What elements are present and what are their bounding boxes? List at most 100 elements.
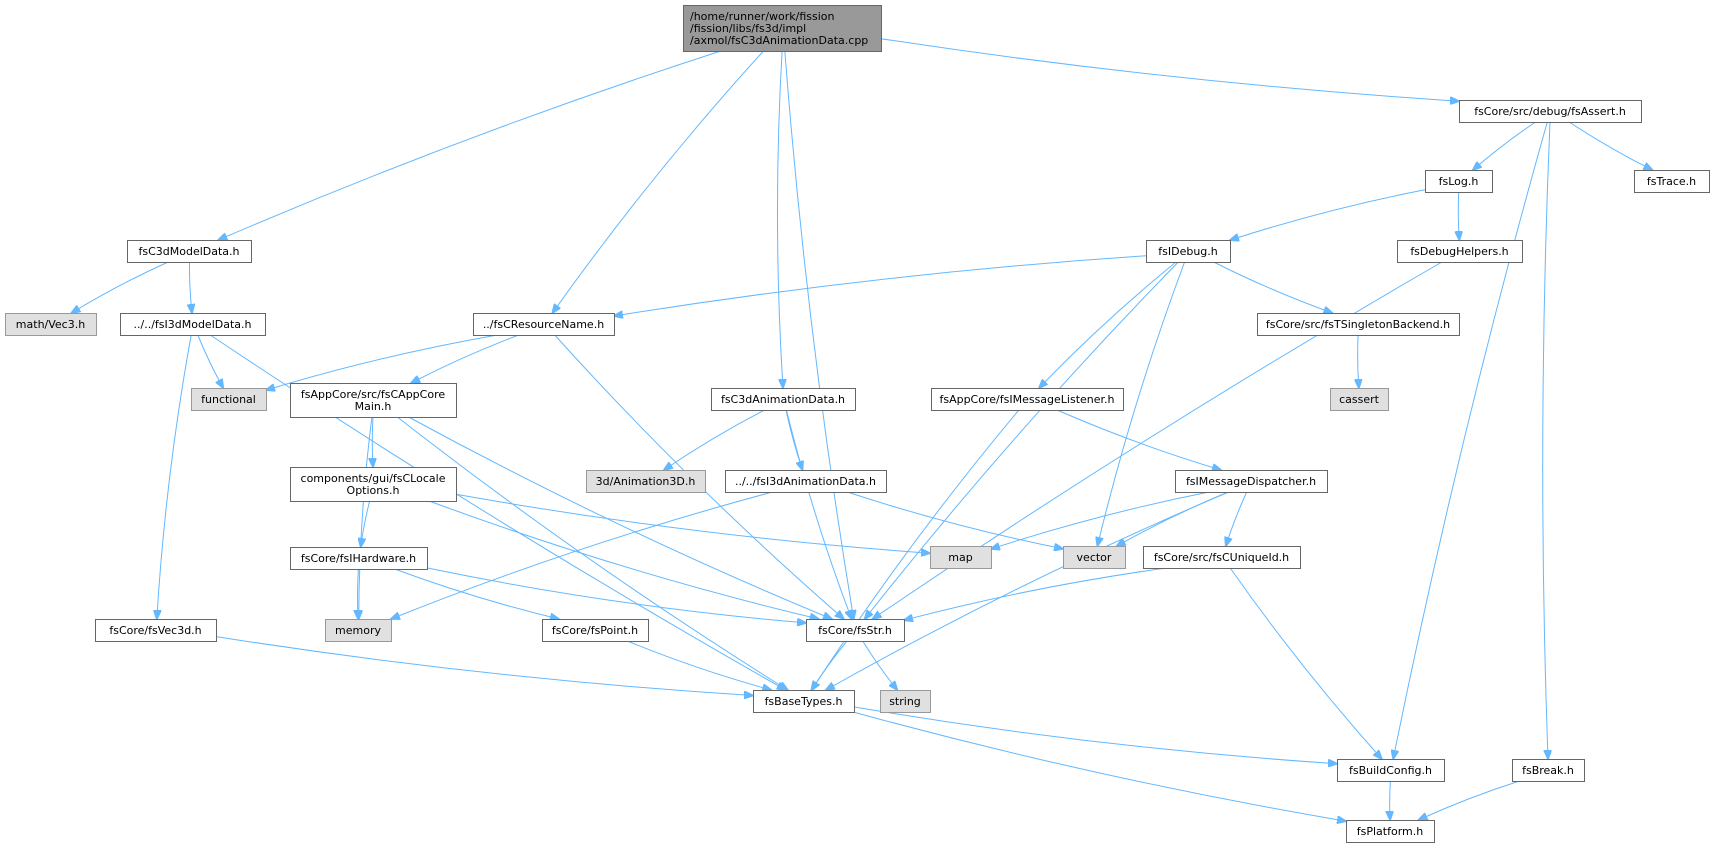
edge-c3danim-to-anim3d	[664, 409, 765, 470]
edge-msgdispatcher-to-basetypes	[826, 491, 1229, 690]
node-fstrace[interactable]: fsTrace.h	[1634, 170, 1710, 193]
node-uniqueid[interactable]: fsCore/src/fsCUniqueId.h	[1143, 546, 1301, 569]
node-box-fstrace	[1634, 170, 1710, 193]
node-box-fsdebughelpers	[1397, 240, 1523, 263]
node-fsidebug[interactable]: fsIDebug.h	[1146, 240, 1231, 263]
node-box-vec3	[5, 313, 97, 336]
edge-fslog-to-fsidebug	[1230, 189, 1426, 240]
edge-resname-to-appcore	[411, 334, 519, 383]
node-box-locale	[290, 467, 457, 502]
node-box-hardware	[290, 547, 428, 570]
edge-root-to-c3danim	[776, 50, 783, 388]
node-label-locale-1: Options.h	[347, 484, 400, 497]
node-resname[interactable]: ../fsCResourceName.h	[473, 313, 615, 336]
edge-fsidebug-to-vector	[1097, 261, 1186, 546]
edge-uniqueid-to-buildconfig	[1229, 567, 1382, 759]
edge-singleton-to-cassert	[1358, 334, 1359, 388]
node-label-fsstr-0: fsCore/fsStr.h	[818, 624, 892, 637]
node-label-anim3d-0: 3d/Animation3D.h	[596, 475, 696, 488]
edge-root-to-fsstr	[784, 50, 854, 619]
node-box-memory	[325, 619, 392, 642]
node-label-c3danim-0: fsC3dAnimationData.h	[721, 393, 845, 406]
node-label-vec3d-0: fsCore/fsVec3d.h	[109, 624, 201, 637]
node-box-c3dmodel	[127, 240, 252, 263]
node-box-msglistener	[931, 388, 1124, 411]
node-box-anim3d	[586, 470, 706, 493]
edge-root-to-resname	[552, 50, 764, 313]
node-functional: functional	[191, 388, 267, 411]
node-label-appcore-1: Main.h	[355, 400, 392, 413]
node-label-root-0: /home/runner/work/fission	[690, 10, 835, 23]
node-label-platform-0: fsPlatform.h	[1357, 825, 1423, 838]
edge-msgdispatcher-to-uniqueid	[1226, 491, 1248, 546]
edge-locale-to-hardware	[361, 500, 371, 547]
edge-vec3d-to-basetypes	[215, 636, 753, 696]
node-box-vec3d	[95, 619, 217, 642]
edge-resname-to-functional	[266, 334, 498, 390]
node-i3danim[interactable]: ../../fsI3dAnimationData.h	[725, 470, 887, 493]
node-buildconfig[interactable]: fsBuildConfig.h	[1337, 759, 1445, 782]
node-fslog[interactable]: fsLog.h	[1425, 170, 1493, 193]
node-box-fsassert	[1459, 100, 1642, 123]
node-label-vector-0: vector	[1077, 551, 1112, 564]
node-break[interactable]: fsBreak.h	[1512, 759, 1585, 782]
node-platform[interactable]: fsPlatform.h	[1346, 820, 1435, 843]
node-label-fsassert-0: fsCore/src/debug/fsAssert.h	[1474, 105, 1626, 118]
edge-fsidebug-to-fsstr	[865, 261, 1179, 619]
node-vec3d[interactable]: fsCore/fsVec3d.h	[95, 619, 217, 642]
node-label-fstrace-0: fsTrace.h	[1647, 175, 1696, 188]
node-memory: memory	[325, 619, 392, 642]
node-label-appcore-0: fsAppCore/src/fsCAppCore	[301, 388, 445, 401]
node-i3dmodel[interactable]: ../../fsI3dModelData.h	[120, 313, 266, 336]
edge-fsassert-to-break	[1542, 121, 1550, 759]
edge-msglistener-to-basetypes	[812, 409, 1020, 690]
edge-hardware-to-memory	[358, 568, 359, 619]
node-box-fsidebug	[1146, 240, 1231, 263]
node-root[interactable]: /home/runner/work/fission/fission/libs/f…	[683, 5, 882, 52]
node-label-basetypes-0: fsBaseTypes.h	[765, 695, 843, 708]
node-msgdispatcher[interactable]: fsIMessageDispatcher.h	[1175, 470, 1328, 493]
node-c3dmodel[interactable]: fsC3dModelData.h	[127, 240, 252, 263]
node-vector: vector	[1063, 546, 1126, 569]
node-msglistener[interactable]: fsAppCore/fsIMessageListener.h	[931, 388, 1124, 411]
edge-fsassert-to-fstrace	[1568, 121, 1652, 170]
node-cassert: cassert	[1330, 388, 1389, 411]
node-label-string-0: string	[889, 695, 921, 708]
edge-i3danim-to-vector	[847, 491, 1063, 549]
node-hardware[interactable]: fsCore/fsIHardware.h	[290, 547, 428, 570]
node-box-msgdispatcher	[1175, 470, 1328, 493]
node-fsdebughelpers[interactable]: fsDebugHelpers.h	[1397, 240, 1523, 263]
node-label-msglistener-0: fsAppCore/fsIMessageListener.h	[939, 393, 1114, 406]
edge-appcore-to-fsstr	[408, 416, 832, 619]
nodes-layer: /home/runner/work/fission/fission/libs/f…	[5, 5, 1710, 843]
node-c3danim[interactable]: fsC3dAnimationData.h	[711, 388, 856, 411]
edge-fsstr-to-basetypes	[812, 640, 848, 690]
edge-point-to-basetypes	[627, 640, 771, 690]
node-basetypes[interactable]: fsBaseTypes.h	[753, 690, 855, 713]
edge-appcore-to-memory	[359, 416, 373, 619]
edge-buildconfig-to-platform	[1390, 780, 1391, 820]
edge-hardware-to-point	[394, 568, 559, 619]
edge-c3dmodel-to-vec3	[71, 261, 169, 313]
node-point[interactable]: fsCore/fsPoint.h	[542, 619, 649, 642]
edge-fsidebug-to-msglistener	[1039, 261, 1177, 388]
node-singleton[interactable]: fsCore/src/fsTSingletonBackend.h	[1257, 313, 1460, 336]
node-anim3d: 3d/Animation3D.h	[586, 470, 706, 493]
node-box-string	[880, 690, 931, 713]
node-label-memory-0: memory	[335, 624, 381, 637]
edge-fsassert-to-fslog	[1473, 121, 1536, 170]
node-fsassert[interactable]: fsCore/src/debug/fsAssert.h	[1459, 100, 1642, 123]
node-box-singleton	[1257, 313, 1460, 336]
node-box-functional	[191, 388, 267, 411]
node-label-hardware-0: fsCore/fsIHardware.h	[301, 552, 416, 565]
node-label-fslog-0: fsLog.h	[1439, 175, 1479, 188]
node-label-root-1: /fission/libs/fs3d/impl	[690, 22, 806, 35]
node-fsstr[interactable]: fsCore/fsStr.h	[806, 619, 905, 642]
node-box-platform	[1346, 820, 1435, 843]
node-box-vector	[1063, 546, 1126, 569]
edge-root-to-c3dmodel	[218, 50, 721, 240]
node-label-singleton-0: fsCore/src/fsTSingletonBackend.h	[1266, 318, 1450, 331]
node-label-locale-0: components/gui/fsCLocale	[301, 472, 446, 485]
